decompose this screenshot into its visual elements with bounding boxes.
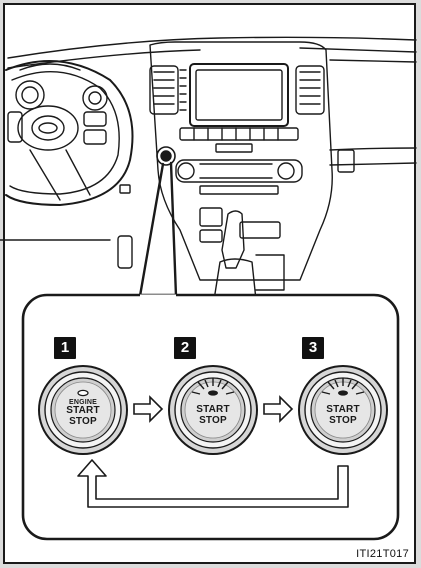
button-1-line-stop: STOP xyxy=(58,417,108,428)
windshield-edge xyxy=(8,37,416,58)
button-3-label: START STOP xyxy=(318,405,368,426)
right-vent-tab xyxy=(338,150,354,172)
button-3-line-start: START xyxy=(318,405,368,416)
button-3-line-stop: STOP xyxy=(318,416,368,427)
button-2-line-start: START xyxy=(188,405,238,416)
callout-line-right xyxy=(171,163,176,296)
step-3-badge: 3 xyxy=(302,337,324,359)
step-2-badge: 2 xyxy=(174,337,196,359)
indicator-off xyxy=(78,390,88,395)
step-1-badge: 1 xyxy=(54,337,76,359)
center-console xyxy=(150,42,332,280)
button-2-label: START STOP xyxy=(188,405,238,426)
shift-lever xyxy=(214,211,284,300)
callout-line-left xyxy=(140,164,163,296)
figure-id: ITI21T017 xyxy=(356,548,409,560)
button-1-label: ENGINE START STOP xyxy=(58,399,108,427)
button-2-line-stop: STOP xyxy=(188,416,238,427)
